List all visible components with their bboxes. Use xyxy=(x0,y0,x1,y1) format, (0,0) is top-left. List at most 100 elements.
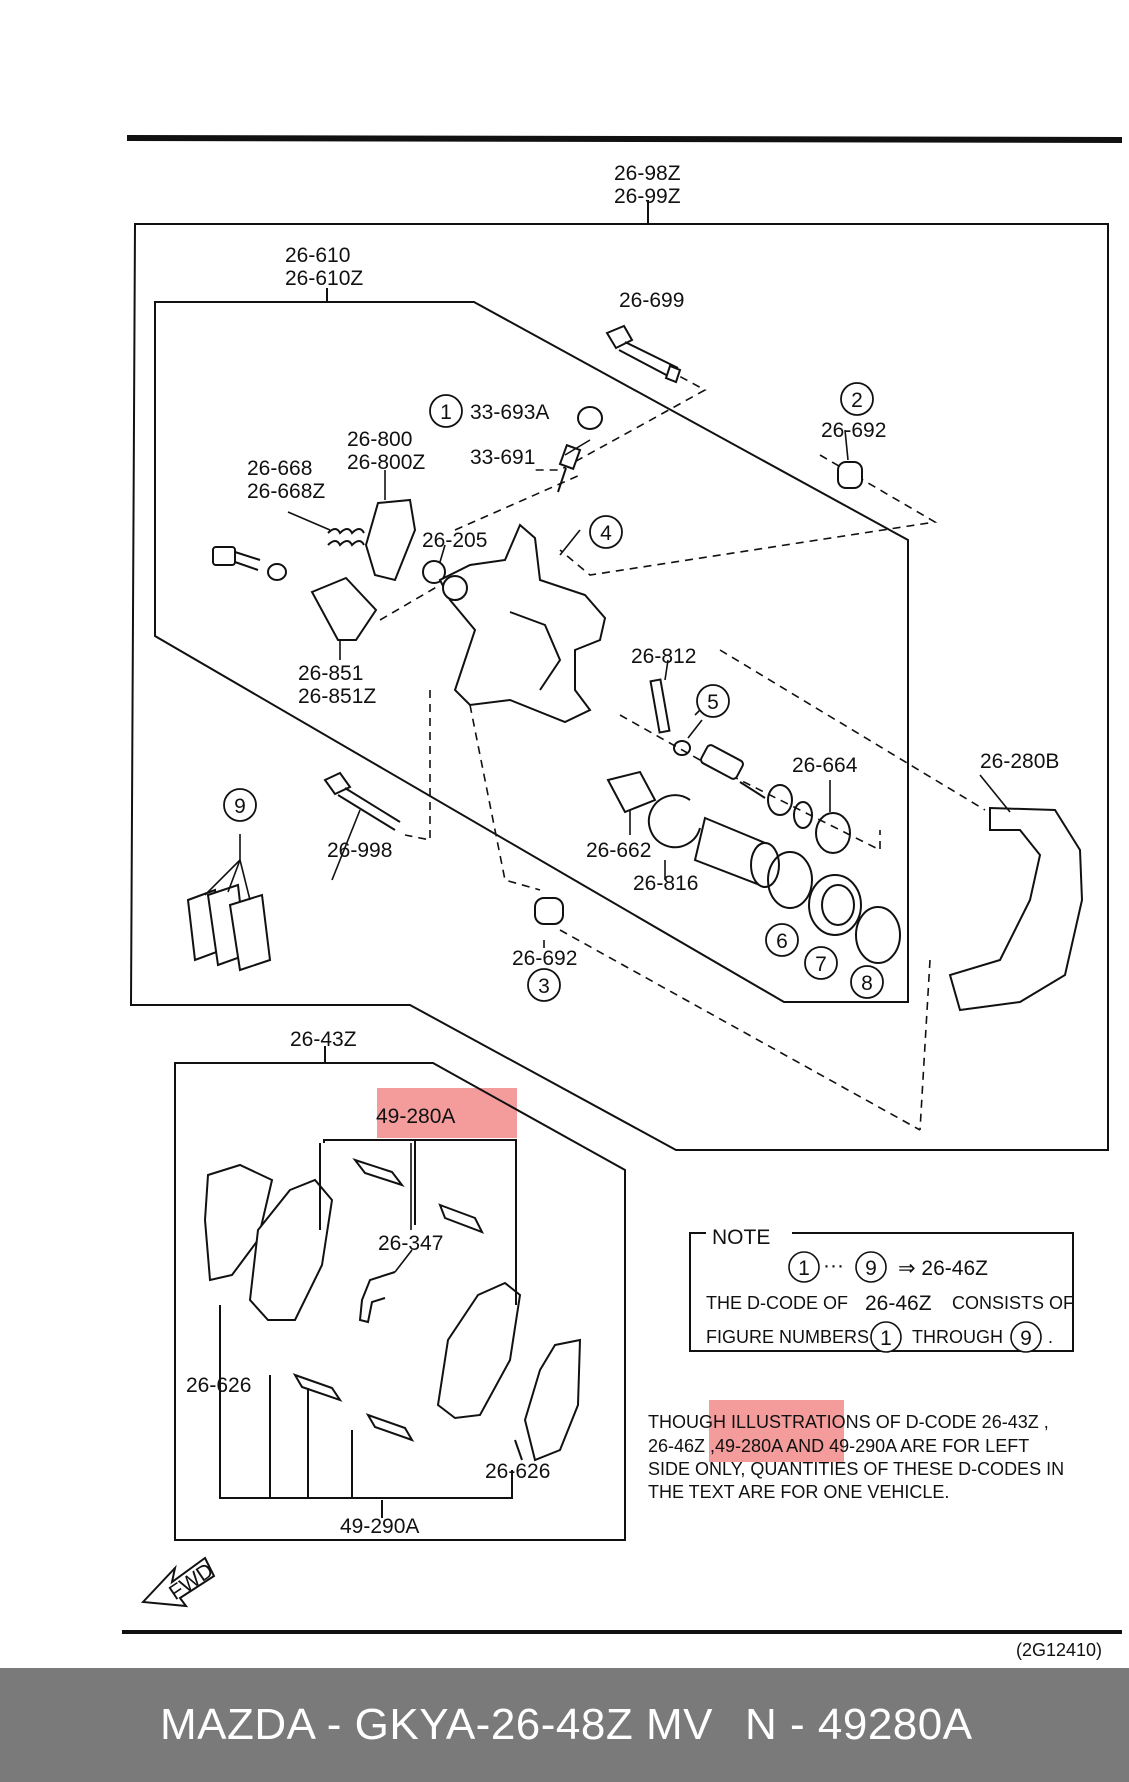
note-line3-a: FIGURE NUMBERS xyxy=(706,1327,869,1347)
circle-6 xyxy=(765,923,799,957)
seal-26-205-icon xyxy=(422,560,446,584)
bushing-bottom-26-692-icon xyxy=(534,897,564,925)
circle-2-label: 2 xyxy=(851,389,863,412)
note-title: NOTE xyxy=(712,1226,770,1249)
circle-4 xyxy=(589,515,623,549)
note-line2-a: THE D-CODE OF xyxy=(706,1293,848,1313)
clip-3-icon xyxy=(292,1373,343,1402)
note-line2-b: 26-46Z xyxy=(865,1292,932,1315)
label-26-851z: 26-851Z xyxy=(298,685,376,708)
footer-part-number: MAZDA - GKYA-26-48Z MV xyxy=(160,1700,713,1749)
bracket-26-851-icon xyxy=(310,576,378,641)
lever-26-800-icon xyxy=(364,498,417,582)
label-26-668z: 26-668Z xyxy=(247,480,325,503)
circle-3-label: 3 xyxy=(538,975,550,998)
label-26-43z: 26-43Z xyxy=(290,1028,357,1051)
footer-n-code: N - 49280A xyxy=(745,1700,973,1749)
pad-right-icon xyxy=(436,1281,522,1420)
shim-left-outer-icon xyxy=(203,1163,274,1282)
circle-6-label: 6 xyxy=(776,930,788,953)
note-circle-from-label: 1 xyxy=(798,1257,810,1280)
piston-icon xyxy=(693,816,780,888)
label-26-610: 26-610 xyxy=(285,244,350,267)
clip-1-icon xyxy=(352,1158,405,1187)
disclaimer-line-4: THE TEXT ARE FOR ONE VEHICLE. xyxy=(648,1482,949,1502)
label-26-99z: 26-99Z xyxy=(614,185,681,208)
assembly-outline xyxy=(129,223,1109,1151)
note-circle-to-label: 9 xyxy=(865,1257,877,1280)
label-49-280a: 49-280A xyxy=(376,1105,455,1128)
fwd-arrow-icon: FWD xyxy=(140,1556,218,1608)
label-26-664: 26-664 xyxy=(792,754,858,777)
caliper-body-icon xyxy=(438,523,607,724)
note-range-sep: ··· xyxy=(823,1254,844,1277)
label-26-699: 26-699 xyxy=(619,289,684,312)
seal-7-icon xyxy=(808,874,862,936)
label-26-816: 26-816 xyxy=(633,872,698,895)
ring-5-icon xyxy=(673,740,691,756)
label-26-668: 26-668 xyxy=(247,457,312,480)
label-26-851: 26-851 xyxy=(298,662,363,685)
label-26-98z: 26-98Z xyxy=(614,162,681,185)
label-33-691: 33-691 xyxy=(470,446,535,469)
pad-kit-outline xyxy=(174,1062,626,1541)
note-arrow-target: ⇒ 26-46Z xyxy=(898,1257,988,1280)
note-line3-circle-from xyxy=(870,1321,902,1353)
circle-3 xyxy=(527,968,561,1002)
shims-9-icon xyxy=(186,883,272,972)
label-49-290a: 49-290A xyxy=(340,1515,419,1538)
label-26-626-right: 26-626 xyxy=(485,1460,550,1483)
diagram-code: (2G12410) xyxy=(1016,1640,1102,1660)
label-26-692-top: 26-692 xyxy=(821,419,886,442)
parts-diagram: 1 2 3 4 5 6 7 8 9 26-98Z 26-99Z 26-610 2… xyxy=(122,135,1123,1660)
circle-9 xyxy=(223,788,257,822)
label-26-812: 26-812 xyxy=(631,645,696,668)
bolt-26-699-icon xyxy=(605,324,682,384)
bracket-26-280b-icon xyxy=(948,806,1084,1012)
clip-2-icon xyxy=(438,1203,485,1234)
note-circle-from xyxy=(788,1251,820,1283)
seal-8-icon xyxy=(855,906,901,964)
pin-26-812-icon xyxy=(649,678,671,734)
label-26-800z: 26-800Z xyxy=(347,451,425,474)
highlight-49-280a-note xyxy=(709,1400,844,1462)
disclaimer-line-2: 26-46Z ,49-280A AND 49-290A ARE FOR LEFT xyxy=(648,1436,1029,1456)
clip-4-icon xyxy=(365,1413,415,1442)
circle-5 xyxy=(696,684,730,718)
label-26-280b: 26-280B xyxy=(980,750,1059,773)
note-line3-circle-to xyxy=(1010,1321,1042,1353)
note-circle-to xyxy=(855,1251,887,1283)
washer-a-icon xyxy=(767,784,793,816)
note-line3-from-label: 1 xyxy=(880,1327,892,1350)
circle-4-label: 4 xyxy=(600,522,612,545)
note-line3-b: THROUGH xyxy=(912,1327,1003,1347)
bolt-small-icon xyxy=(212,546,261,571)
spring-26-347-icon xyxy=(358,1271,396,1324)
cap-33-693a-icon xyxy=(577,406,603,430)
part-26-662-icon xyxy=(606,770,657,814)
label-26-347: 26-347 xyxy=(378,1232,443,1255)
bleeder-33-691-icon xyxy=(557,443,582,493)
bushing-top-26-692-icon xyxy=(837,461,863,489)
circle-7 xyxy=(804,946,838,980)
circle-8 xyxy=(850,965,884,999)
circle-5-label: 5 xyxy=(707,691,719,714)
adjuster-screw-icon xyxy=(700,744,766,799)
circle-7-label: 7 xyxy=(815,953,827,976)
top-rule xyxy=(126,135,1123,143)
label-26-662: 26-662 xyxy=(586,839,651,862)
label-26-626-left: 26-626 xyxy=(186,1374,251,1397)
shim-right-outer-icon xyxy=(523,1338,582,1462)
snap-ring-26-816-icon xyxy=(647,794,701,849)
washer-icon xyxy=(267,563,287,581)
note-line3-end: . xyxy=(1048,1327,1053,1347)
note-line3-to-label: 9 xyxy=(1020,1327,1032,1350)
label-26-998: 26-998 xyxy=(327,839,392,862)
footer-bar: MAZDA - GKYA-26-48Z MV N - 49280A xyxy=(0,1668,1129,1782)
bolt-26-998-icon xyxy=(323,771,401,831)
label-33-693a: 33-693A xyxy=(470,401,549,424)
spring-26-668-icon xyxy=(327,528,365,547)
seal-7-inner-icon xyxy=(821,884,855,926)
label-26-205: 26-205 xyxy=(422,529,487,552)
circle-2 xyxy=(840,382,874,416)
